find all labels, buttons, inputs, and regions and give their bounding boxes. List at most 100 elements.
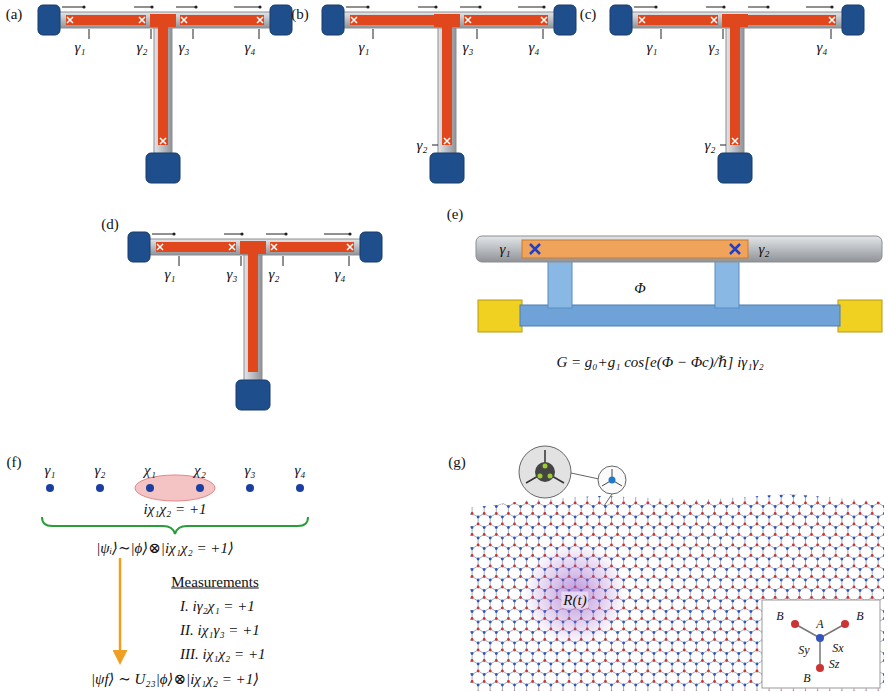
b-site [543,638,546,641]
b-site [804,502,807,505]
spin-label: Sz [829,658,840,670]
b-site [659,523,662,526]
lead-block [838,300,882,332]
a-site [743,537,746,540]
a-site [531,652,534,655]
a-site [653,547,656,550]
a-site [689,652,692,655]
a-site [459,610,462,613]
a-site [556,526,559,529]
a-site [743,684,746,687]
b-site [707,544,710,547]
a-site [780,558,783,561]
b-site [689,638,692,641]
b-site [737,596,740,599]
a-site [616,526,619,529]
majorana-mark [732,138,738,144]
b-site [489,565,492,568]
b-site [531,680,534,683]
gate-marker [284,232,287,235]
b-site [519,533,522,536]
b-site [840,502,843,505]
a-site [543,547,546,550]
a-site [804,537,807,540]
b-site [774,575,777,578]
b-site [489,586,492,589]
b-site [513,586,516,589]
b-site [822,512,825,515]
a-site [465,642,468,645]
b-site [731,649,734,652]
a-site [701,547,704,550]
majorana-dots [46,484,304,492]
a-site [465,516,468,519]
topological-segment [522,240,748,258]
a-site [537,663,540,666]
a-site [877,558,880,561]
b-site [743,586,746,589]
b-site [489,523,492,526]
a-site [774,568,777,571]
a-site [792,537,795,540]
pillar [715,258,739,308]
a-site [525,516,528,519]
a-site [604,526,607,529]
majorana-label: γ₄ [816,40,827,55]
b-site [737,512,740,515]
gate-marker [172,232,175,235]
a-site [634,684,637,687]
b-site [883,575,886,578]
b-site [671,628,674,631]
a-site [471,589,474,592]
a-site [465,600,468,603]
majorana-mark [271,244,277,250]
b-site [640,512,643,515]
b-site [713,638,716,641]
b-site [513,544,516,547]
a-site [525,684,528,687]
process-arrow [119,558,122,662]
b-site [665,659,668,662]
b-site [646,607,649,610]
a-site [634,621,637,624]
a-site [459,631,462,634]
a-site [871,547,874,550]
figure-shape [246,484,254,492]
b-site [737,680,740,683]
b-site [689,617,692,620]
a-site [665,589,668,592]
gate-block [146,153,180,183]
topological-segment [180,15,264,25]
a-site [695,621,698,624]
a-site [622,558,625,561]
b-site [483,680,486,683]
b-site [792,544,795,547]
majorana-label: γ₄ [334,267,345,282]
a-site [610,663,613,666]
a-site [616,673,619,676]
b-site [592,533,595,536]
gate-marker [348,232,351,235]
a-site [634,516,637,519]
b-site [756,628,759,631]
b-site [725,596,728,599]
b-site [701,575,704,578]
a-site [513,558,516,561]
b-site [501,649,504,652]
a-site [653,652,656,655]
a-site [495,505,498,508]
b-site [731,565,734,568]
majorana-label: γ₁ [164,267,175,282]
a-site [677,631,680,634]
b-site [865,502,868,505]
b-site [495,596,498,599]
b-site [743,628,746,631]
b-site [489,670,492,673]
b-site [883,659,886,662]
a-site [471,526,474,529]
b-site [877,544,880,547]
a-site [677,652,680,655]
b-site [701,659,704,662]
b-site [834,512,837,515]
a-site [543,526,546,529]
